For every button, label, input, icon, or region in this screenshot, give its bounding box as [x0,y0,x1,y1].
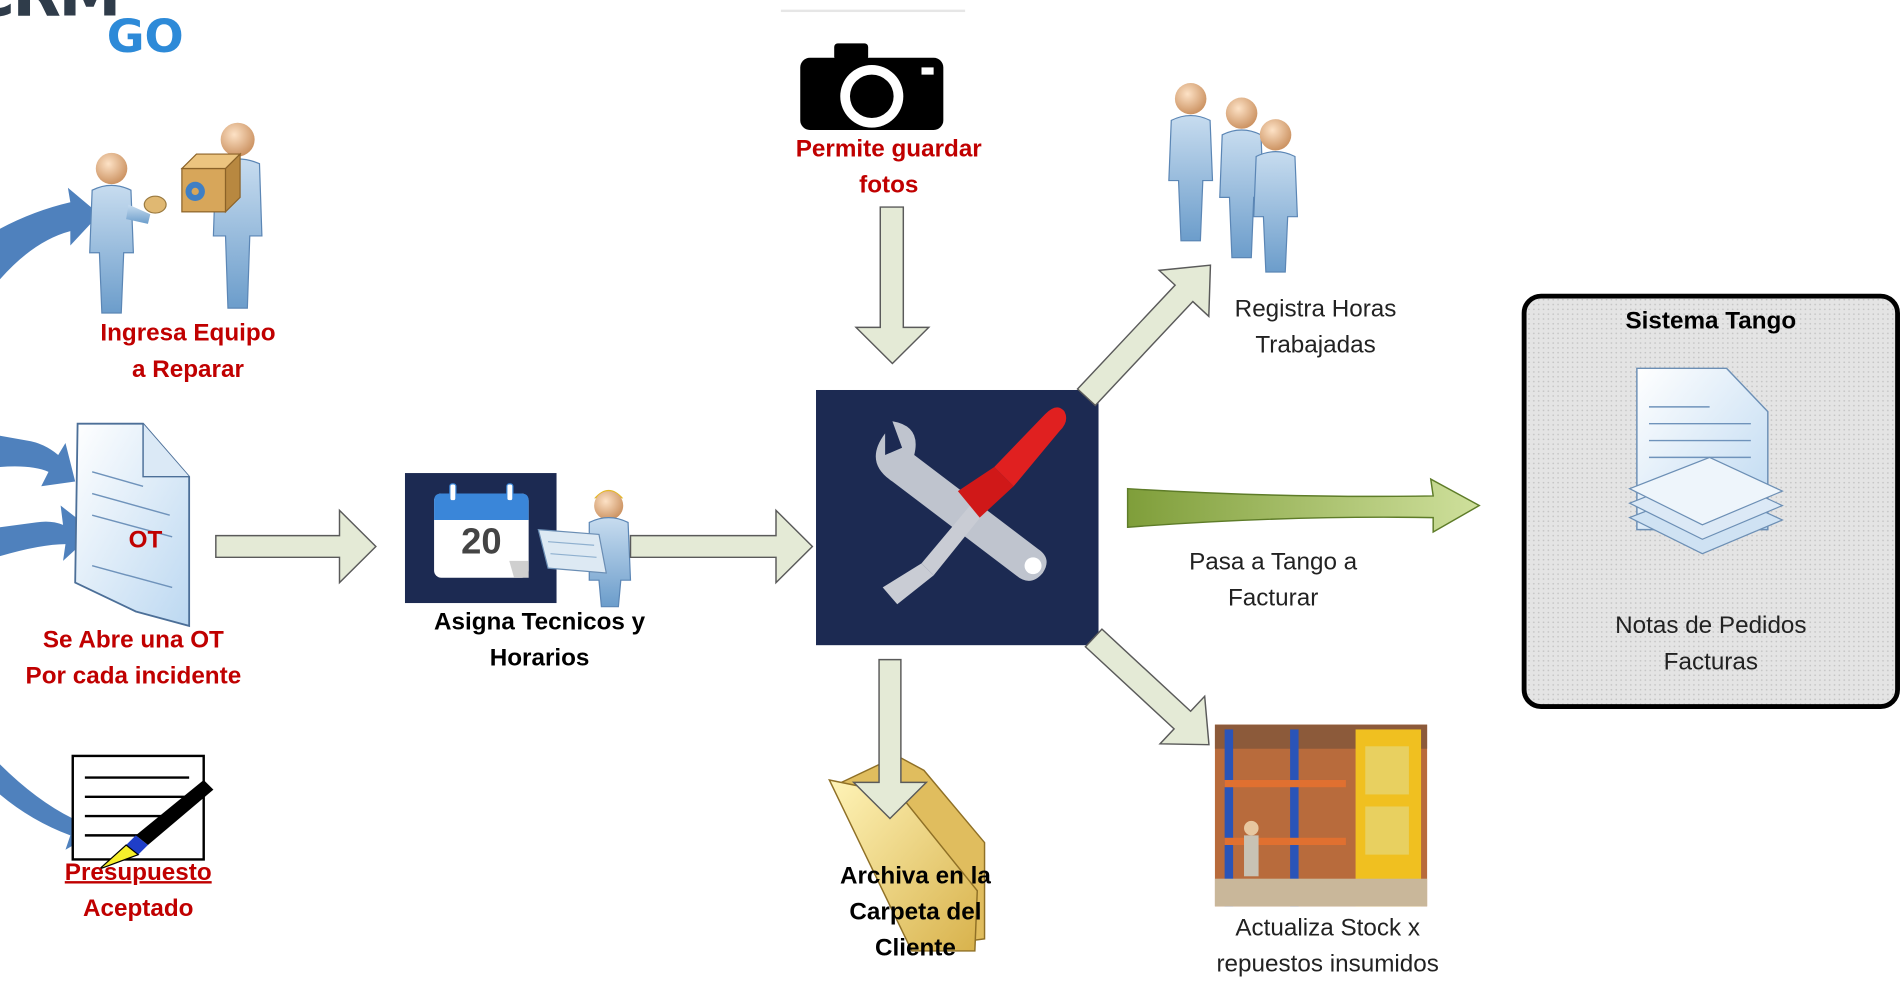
cycle-arrows-icon [0,187,100,850]
arrow-tools-to-tango [1126,477,1481,534]
label-tango-edge: Pasa a Tango a Facturar [1189,548,1358,612]
person-handover-icon [89,122,263,314]
technician-icon [537,489,632,608]
workers-group-icon [1168,83,1299,273]
warehouse-photo [1214,724,1428,907]
tango-title: Sistema Tango [1625,308,1797,335]
arrow-tools-to-archiva [851,658,929,820]
calendar-icon [404,473,557,604]
label-stock: Actualiza Stock x repuestos insumidos [1216,914,1439,978]
tools-icon [816,389,1099,646]
logo: CRM GO [0,0,218,75]
logo-bottom-text: GO [106,9,184,63]
ot-document-label: OT [128,527,163,554]
label-horas: Registra Horas Trabajadas [1234,296,1397,359]
label-tango-docs: Notas de Pedidos Facturas [1615,612,1807,676]
ot-document-icon [74,422,191,628]
logo-top-text: CRM [0,0,121,31]
signature-pen-icon [71,754,214,870]
label-ot: Se Abre una OT Por cada incidente [25,627,242,690]
arrow-asigna-to-tools [629,508,814,585]
arrow-tools-to-horas [1076,264,1212,407]
arrow-fotos-to-tools [854,206,931,365]
label-presupuesto: Presupuesto Aceptado [64,859,212,923]
calendar-day: 20 [461,522,502,563]
label-ingresa: Ingresa Equipo a Reparar [100,320,276,383]
arrow-ot-to-asigna [215,508,377,585]
label-asigna: Asigna Tecnicos y Horarios [433,609,646,672]
label-fotos: Permite guardar fotos [795,136,982,199]
arrow-tools-to-stock [1084,628,1210,746]
tango-system-box [1521,293,1900,709]
camera-icon [780,9,966,130]
label-archiva: Archiva en la Carpeta del Cliente [839,863,991,962]
